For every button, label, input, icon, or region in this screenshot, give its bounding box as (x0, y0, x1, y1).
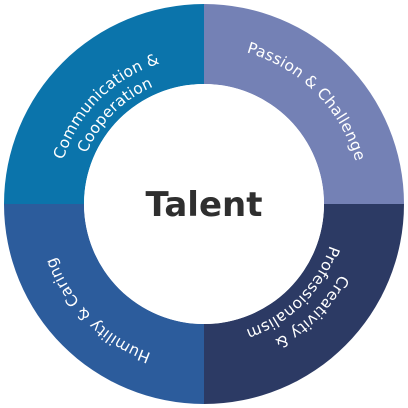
segment-top-left (4, 4, 204, 204)
center-title: Talent (146, 185, 263, 225)
center-hub (84, 84, 324, 324)
segment-bottom-right (204, 204, 404, 404)
segment-top-right (204, 4, 404, 204)
segment-bottom-left (4, 204, 204, 404)
